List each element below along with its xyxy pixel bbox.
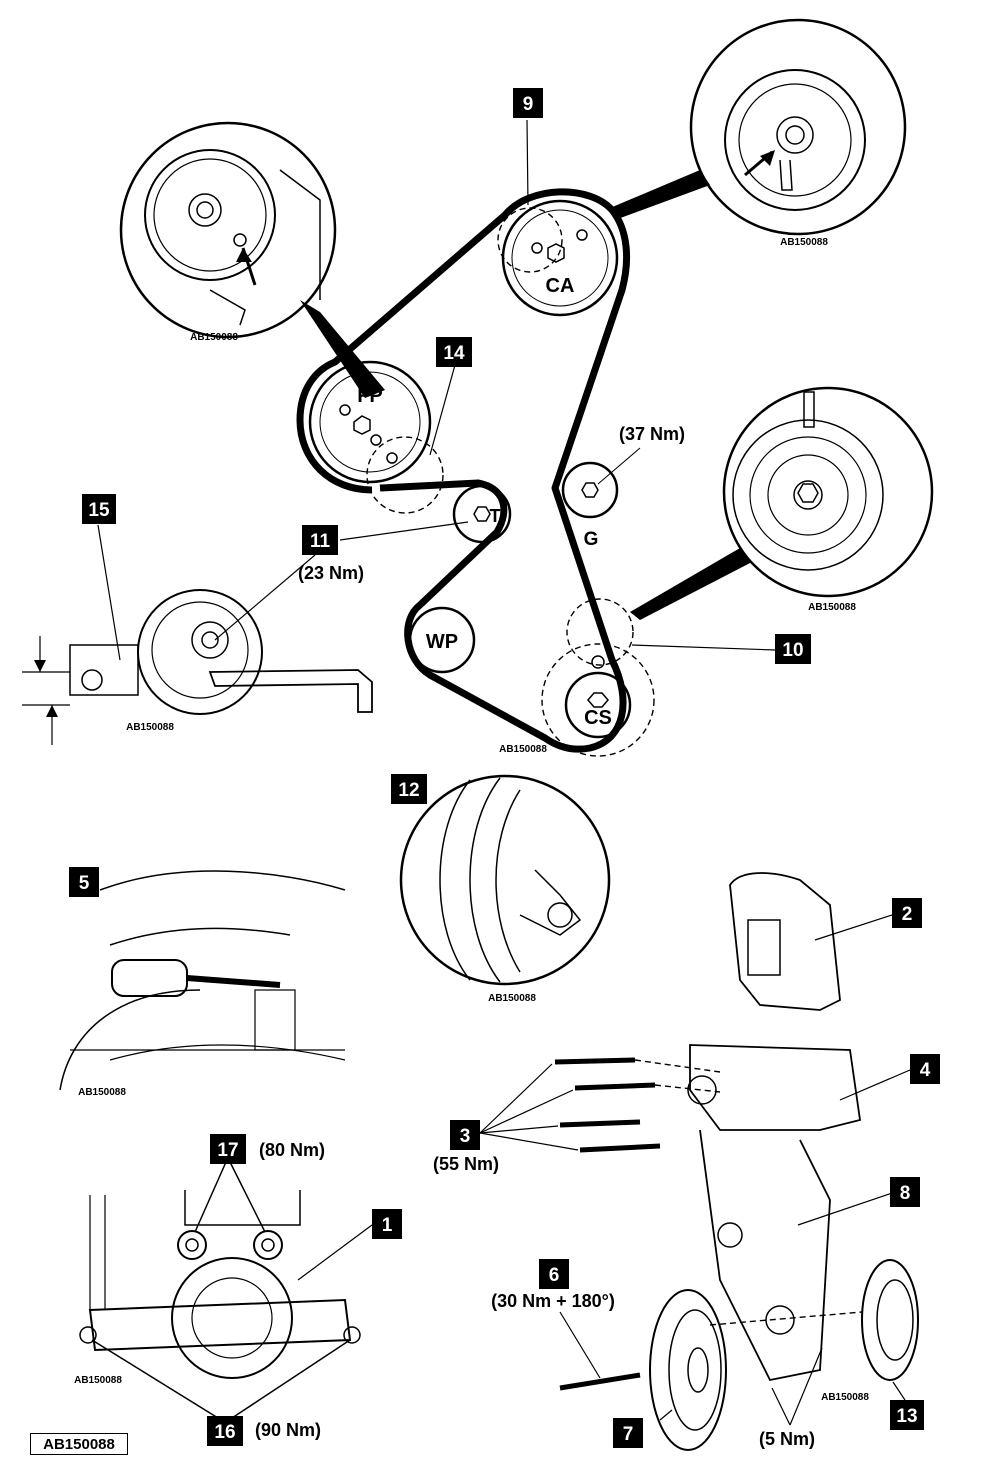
torque-5nm: (5 Nm) — [759, 1429, 815, 1449]
svg-text:17: 17 — [217, 1140, 238, 1161]
ca-detail-circle — [497, 207, 563, 273]
inset-ref-12: AB150088 — [488, 993, 536, 1004]
figure-reference-box: AB150088 — [30, 1433, 128, 1455]
idler-pulley-g: G (37 Nm) — [561, 424, 685, 550]
inset-crank-pulley: AB150088 — [630, 386, 934, 620]
torque-6: (30 Nm + 180°) — [491, 1291, 615, 1311]
callout-3: 3 — [450, 1120, 480, 1150]
svg-text:3: 3 — [460, 1126, 471, 1147]
inset-tensioner-adjust: AB150088 — [22, 524, 373, 745]
callout-11: 11 — [302, 525, 338, 555]
svg-text:6: 6 — [549, 1265, 560, 1286]
pulley-label-wp: WP — [426, 631, 458, 653]
inset-tensioner-bracket: AB150088 — [74, 1190, 361, 1386]
inset-fuel-pump-sprocket: AB150088 — [119, 121, 385, 398]
inset-ref-5: AB150088 — [78, 1087, 126, 1098]
crankshaft-pulley: CS — [564, 655, 632, 739]
fp-detail-circle — [366, 436, 444, 514]
ref-belt-diagram: AB150088 — [499, 744, 547, 755]
pulley-label-ca: CA — [546, 275, 575, 297]
inset-detail-12: AB150088 — [399, 774, 611, 1004]
svg-text:1: 1 — [382, 1215, 393, 1236]
inset-ref-bracket: AB150088 — [74, 1375, 122, 1386]
svg-text:5: 5 — [79, 873, 90, 894]
torque-16: (90 Nm) — [255, 1420, 321, 1440]
callout-7: 7 — [613, 1418, 643, 1448]
svg-text:15: 15 — [88, 500, 110, 521]
callout-4: 4 — [910, 1054, 940, 1084]
callout-12: 12 — [391, 774, 427, 804]
camshaft-pulley: CA — [501, 199, 619, 317]
callout-17: 17 — [210, 1134, 246, 1164]
svg-text:11: 11 — [310, 531, 331, 552]
inset-ref-cs: AB150088 — [808, 602, 856, 613]
timing-belt — [296, 188, 631, 753]
inset-locking-pin: AB150088 — [59, 870, 346, 1098]
timing-covers: AB150088 — [554, 872, 919, 1451]
water-pump-pulley: WP — [408, 606, 476, 674]
callout-5: 5 — [69, 867, 99, 897]
pulley-label-cs: CS — [584, 707, 612, 729]
torque-g: (37 Nm) — [619, 424, 685, 444]
callout-9: 9 — [513, 88, 543, 118]
tensioner-pulley: T — [452, 484, 512, 544]
callout-8: 8 — [890, 1177, 920, 1207]
pulley-label-t: T — [490, 506, 501, 526]
cs-detail-circle — [566, 598, 634, 666]
svg-text:7: 7 — [623, 1424, 634, 1445]
pulley-label-g: G — [584, 529, 599, 550]
svg-text:14: 14 — [443, 343, 465, 364]
callout-1: 1 — [372, 1209, 402, 1239]
callout-16: 16 — [207, 1416, 243, 1446]
svg-text:12: 12 — [398, 780, 419, 801]
svg-text:8: 8 — [900, 1183, 911, 1204]
inset-ref-tensioner: AB150088 — [126, 722, 174, 733]
callout-6: 6 — [539, 1259, 569, 1289]
torque-17: (80 Nm) — [259, 1140, 325, 1160]
callout-2: 2 — [892, 898, 922, 928]
inset-camshaft-sprocket: AB150088 — [610, 18, 907, 248]
svg-text:2: 2 — [902, 904, 913, 925]
svg-text:4: 4 — [920, 1060, 931, 1081]
callout-13: 13 — [890, 1400, 924, 1430]
svg-text:13: 13 — [896, 1406, 917, 1427]
leader-lines — [214, 119, 911, 1426]
cs-outer-dash-circle — [541, 643, 655, 757]
svg-text:16: 16 — [214, 1422, 235, 1443]
svg-text:10: 10 — [782, 640, 803, 661]
callout-15: 15 — [82, 494, 116, 524]
torque-3: (55 Nm) — [433, 1154, 499, 1174]
svg-text:9: 9 — [523, 94, 534, 115]
callout-10: 10 — [775, 634, 811, 664]
inset-ref-fp: AB150088 — [190, 332, 238, 343]
inset-ref-ca: AB150088 — [780, 237, 828, 248]
inset-ref-covers: AB150088 — [821, 1392, 869, 1403]
torque-11: (23 Nm) — [298, 563, 364, 583]
callout-14: 14 — [436, 337, 472, 367]
